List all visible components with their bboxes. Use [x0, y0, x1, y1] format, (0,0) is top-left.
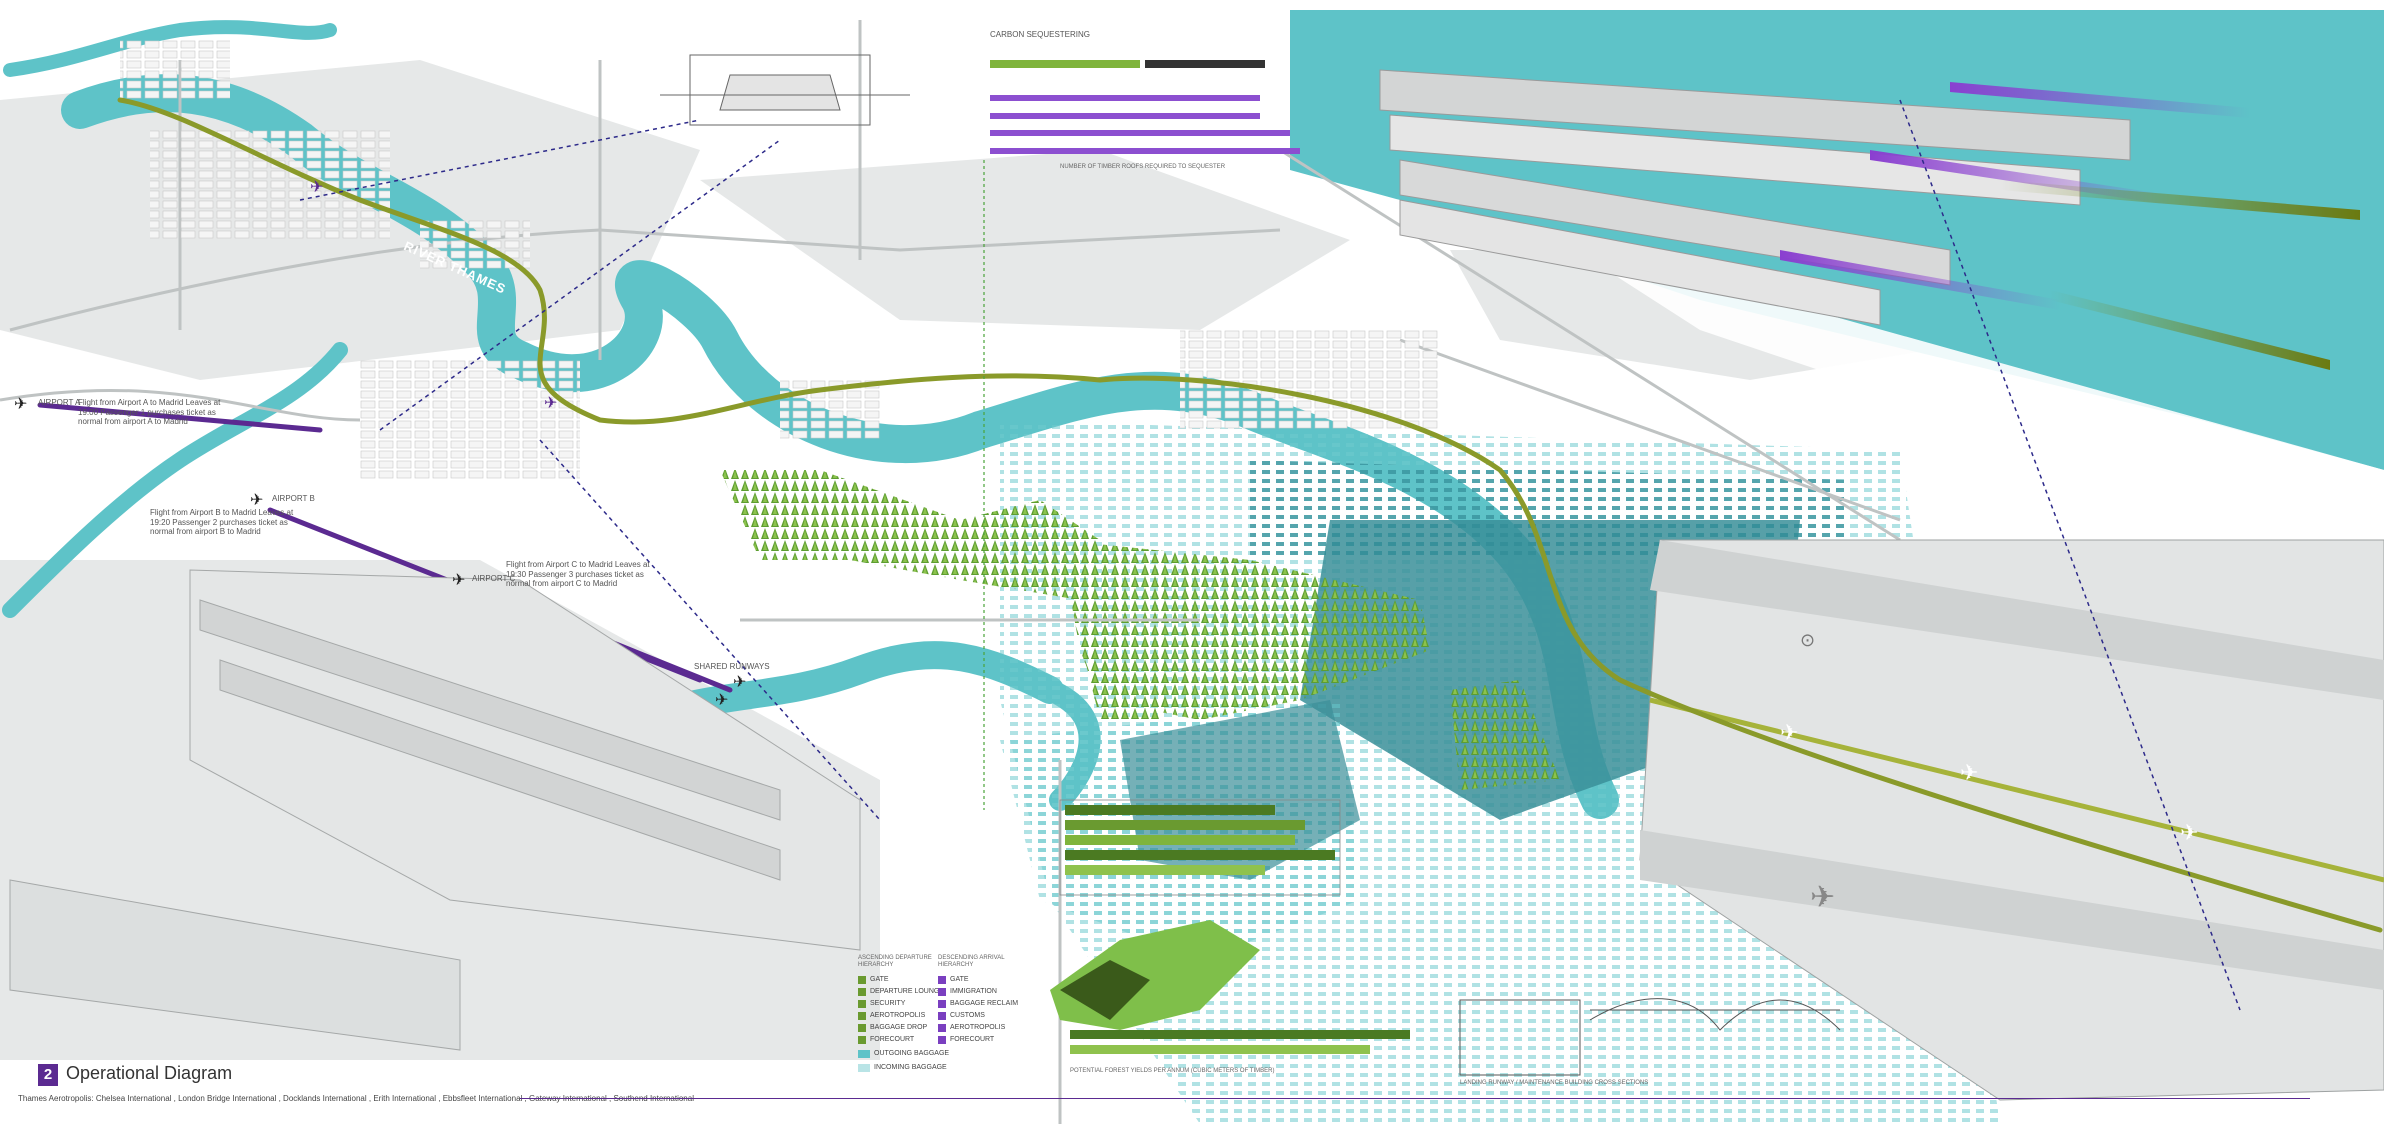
legend-swatch	[858, 1050, 870, 1058]
deep-water-field-hatch	[1250, 460, 1850, 560]
arrival-legend-title: DESCENDING ARRIVAL HIERARCHY	[938, 955, 1005, 969]
legend-swatch	[938, 1000, 946, 1008]
forest-blocks	[720, 470, 1560, 790]
link-lines	[299, 99, 2241, 1011]
location-pin-icon: ⊙	[1800, 630, 1816, 650]
legend-swatch	[938, 1024, 946, 1032]
plane-icon: ✈	[310, 179, 324, 196]
legend-item: BAGGAGE DROP	[870, 1024, 928, 1031]
plane-icon: ✈	[715, 692, 729, 709]
yield-bar	[1070, 1030, 1410, 1039]
yield-bar	[1070, 1045, 1370, 1054]
departure-legend-title: ASCENDING DEPARTURE HIERARCHY	[858, 955, 932, 969]
airport-a-label: AIRPORT A	[38, 398, 81, 407]
forest-yield-chart	[1059, 799, 1341, 896]
legend-incoming: INCOMING BAGGAGE	[874, 1064, 947, 1071]
legend-item: CUSTOMS	[950, 1012, 985, 1019]
legend-item: GATE	[950, 976, 969, 983]
top-section-drawing	[660, 54, 910, 126]
legend-item: FORECOURT	[950, 1036, 995, 1043]
section-caption: LANDING RUNWAY / MAINTENANCE BUILDING CR…	[1460, 1080, 1649, 1086]
plane-icon: ✈	[1780, 720, 1799, 745]
legend-item: AEROTROPOLIS	[870, 1012, 926, 1019]
plane-icon: ✈	[733, 674, 747, 691]
page-subtitle: Thames Aerotropolis: Chelsea Internation…	[18, 1094, 694, 1103]
legend-swatch	[938, 1036, 946, 1044]
legend-swatch	[858, 1024, 866, 1032]
terminal-runways-top	[1379, 69, 2131, 326]
flight-a-note: Flight from Airport A to Madrid Leaves a…	[78, 398, 221, 427]
forest-map-inset	[1050, 920, 1260, 1030]
legend-swatch	[858, 1012, 866, 1020]
flight-b-note: Flight from Airport B to Madrid Leaves a…	[150, 508, 294, 537]
legend-item: IMMIGRATION	[950, 988, 997, 995]
flight-c-note: Flight from Airport C to Madrid Leaves a…	[506, 560, 650, 589]
airport-b-label: AIRPORT B	[272, 494, 315, 503]
legend-swatch	[938, 976, 946, 984]
footer-rule	[520, 1098, 2310, 1099]
plane-icon: ✈	[250, 492, 264, 509]
plane-icon: ✈	[2180, 820, 2199, 845]
legend-item: BAGGAGE RECLAIM	[950, 1000, 1019, 1007]
legend-outgoing: OUTGOING BAGGAGE	[874, 1050, 950, 1057]
legend-swatch	[938, 1012, 946, 1020]
legend-item: GATE	[870, 976, 889, 983]
passenger-route	[117, 97, 2383, 933]
page-title: Operational Diagram	[66, 1063, 233, 1083]
legend-swatch	[938, 988, 946, 996]
estuary-shoreline	[1560, 240, 2384, 560]
flight-arrows	[1780, 82, 2360, 370]
shared-runways-label: SHARED RUNWAYS	[694, 662, 770, 671]
plane-icon: ✈	[1810, 881, 1836, 914]
legend-swatch	[858, 1036, 866, 1044]
legend-swatch	[858, 988, 866, 996]
section-number-badge: 2	[38, 1064, 58, 1086]
carbon-sequestering-chart	[990, 60, 1300, 154]
plane-icon: ✈	[14, 396, 28, 413]
plane-icon: ✈	[452, 572, 466, 589]
legend-swatch	[858, 976, 866, 984]
plane-icon: ✈	[1960, 760, 1979, 785]
legend-item: SECURITY	[870, 1000, 906, 1007]
section-drawings	[1459, 998, 1841, 1076]
carbon-title: CARBON SEQUESTERING	[990, 30, 1091, 39]
legend-item: DEPARTURE LOUNGE	[870, 988, 945, 995]
forest-yield-caption: POTENTIAL FOREST YIELDS PER ANNUM (CUBIC…	[1070, 1068, 1275, 1074]
airport-c-label: AIRPORT C	[472, 574, 516, 583]
legend-item: FORECOURT	[870, 1036, 915, 1043]
plane-icon: ✈	[544, 395, 558, 412]
legend-swatch	[858, 1000, 866, 1008]
legend-item: AEROTROPOLIS	[950, 1024, 1006, 1031]
terminal-complex	[9, 569, 861, 1051]
carbon-footer: NUMBER OF TIMBER ROOFS REQUIRED TO SEQUE…	[1060, 164, 1226, 170]
legend-swatch	[858, 1064, 870, 1072]
